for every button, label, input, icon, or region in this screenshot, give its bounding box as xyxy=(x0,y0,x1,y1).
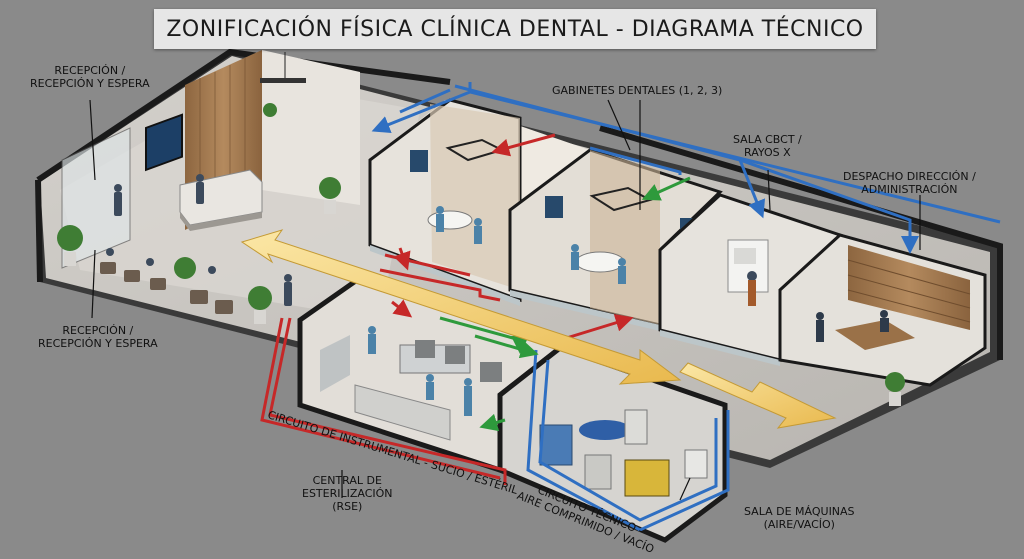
reception-area xyxy=(57,50,360,324)
label-cbct-room: SALA CBCT / RAYOS X xyxy=(733,133,802,159)
outer-walls xyxy=(35,48,1003,360)
sterile-instrument-circuit xyxy=(439,176,691,432)
label-dental-cabinets: GABINETES DENTALES (1, 2, 3) xyxy=(552,84,723,97)
technical-circuit-lines xyxy=(371,82,1001,532)
page-title: ZONIFICACIÓN FÍSICA CLÍNICA DENTAL - DIA… xyxy=(154,9,876,49)
label-machine-room: SALA DE MÁQUINAS (AIRE/VACÍO) xyxy=(744,505,855,531)
label-sterilization-central: CENTRAL DE ESTERILIZACIÓN (RSE) xyxy=(302,474,393,513)
label-reception-top: RECEPCIÓN / RECEPCIÓN Y ESPERA xyxy=(30,64,150,90)
machine-room xyxy=(497,345,728,543)
patient-flow-arrows xyxy=(240,229,837,429)
label-director-office: DESPACHO DIRECCIÓN / ADMINISTRACIÓN xyxy=(843,170,976,196)
dirty-instrument-circuit xyxy=(260,133,634,485)
label-reception-bottom: RECEPCIÓN / RECEPCIÓN Y ESPERA xyxy=(38,324,158,350)
label-leader-lines xyxy=(89,99,921,501)
director-office xyxy=(778,233,987,406)
